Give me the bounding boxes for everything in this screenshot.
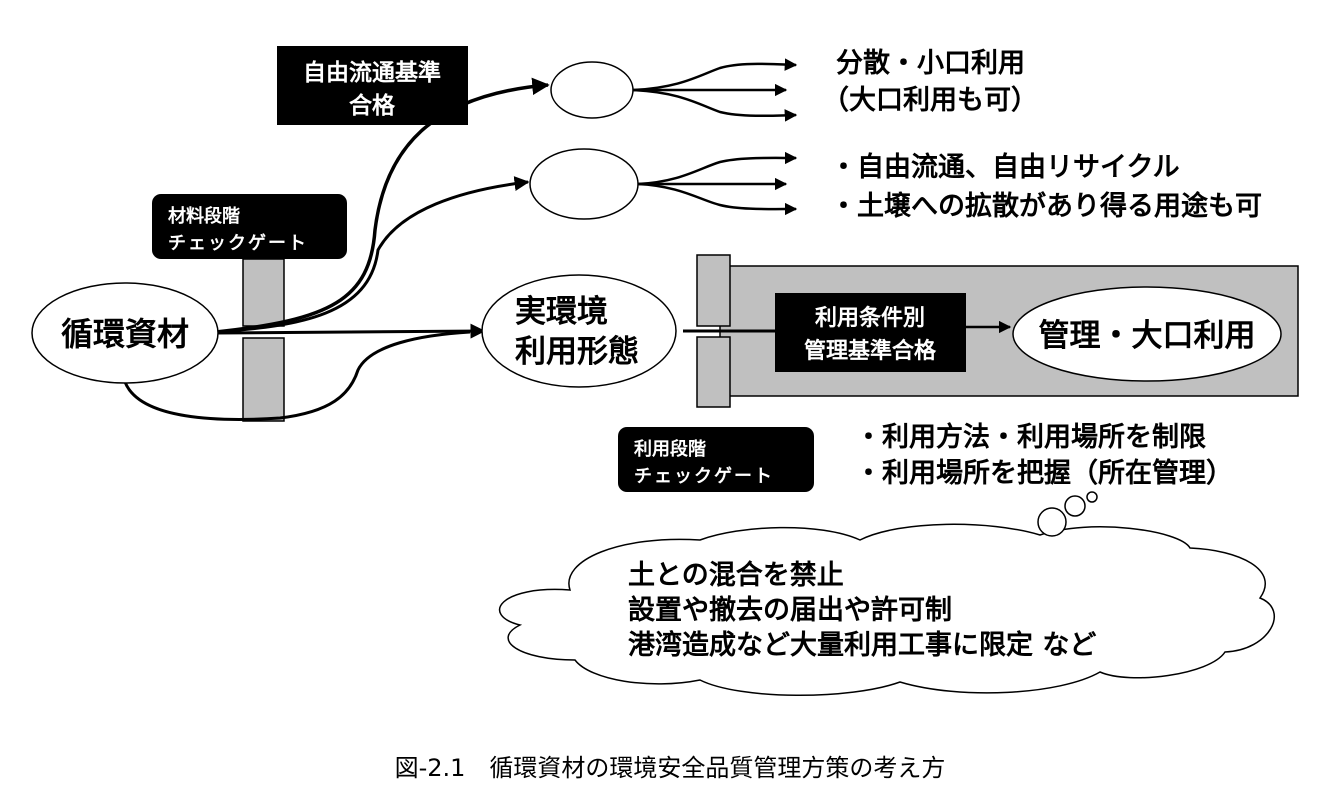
figure-caption: 図-2.1 循環資材の環境安全品質管理方策の考え方 [395, 754, 946, 782]
source-label: 循環資材 [61, 315, 189, 353]
free-circulation-box [277, 46, 468, 125]
free-circulation-line1: 自由流通基準 [303, 59, 441, 86]
managed-use-node [1012, 286, 1282, 382]
thought-bubbles [1037, 491, 1098, 537]
material-gate-line2: チェックゲート [168, 232, 308, 254]
material-gate-label-box [152, 194, 347, 259]
thought-cloud [499, 523, 1276, 696]
source-node [31, 282, 219, 384]
restrictions-line2: ・利用場所を把握（所在管理） [855, 458, 1233, 489]
use-gate-line1: 利用段階 [634, 438, 706, 460]
real-env-label-line1: 実環境 [515, 294, 608, 330]
material-gate-bar-bottom [242, 337, 285, 422]
use-gate-line2: チェックゲート [634, 465, 774, 487]
cloud-line1: 土との混合を禁止 [628, 559, 844, 591]
material-gate-bar-top [242, 258, 285, 327]
dispersed-branch-arrows [632, 58, 798, 122]
use-condition-box [775, 293, 966, 372]
managed-use-label: 管理・大口利用 [1039, 318, 1256, 354]
material-gate-line1: 材料段階 [168, 205, 240, 227]
dispersed-node [550, 61, 634, 119]
cloud-line2: 設置や撤去の届出や許可制 [628, 594, 952, 626]
free-recycle-outcome-line2: ・土壌への拡散があり得る用途も可 [830, 190, 1262, 222]
use-gate-bar-top [696, 254, 731, 327]
flow-to-real-env [215, 323, 486, 339]
real-env-label-line2: 利用形態 [515, 334, 639, 370]
use-gate-bar-bottom [696, 336, 731, 408]
flow-to-free-recycle [215, 176, 530, 334]
free-recycle-branch-arrows [637, 151, 798, 216]
use-condition-line2: 管理基準合格 [804, 338, 937, 364]
use-gate-label-box [618, 427, 814, 492]
free-recycle-outcome-line1: ・自由流通、自由リサイクル [830, 151, 1180, 183]
real-env-node [481, 274, 677, 388]
flow-bypass-to-real-env [123, 330, 471, 421]
free-circulation-line2: 合格 [349, 92, 396, 119]
cloud-line3: 港湾造成など大量利用工事に限定 など [628, 629, 1096, 661]
dispersed-outcome-line1: 分散・小口利用 [836, 48, 1025, 79]
use-condition-line1: 利用条件別 [815, 305, 925, 331]
free-recycle-node [529, 148, 639, 220]
dispersed-outcome-line2: （大口利用も可） [822, 85, 1038, 116]
restrictions-line1: ・利用方法・利用場所を制限 [855, 421, 1206, 453]
